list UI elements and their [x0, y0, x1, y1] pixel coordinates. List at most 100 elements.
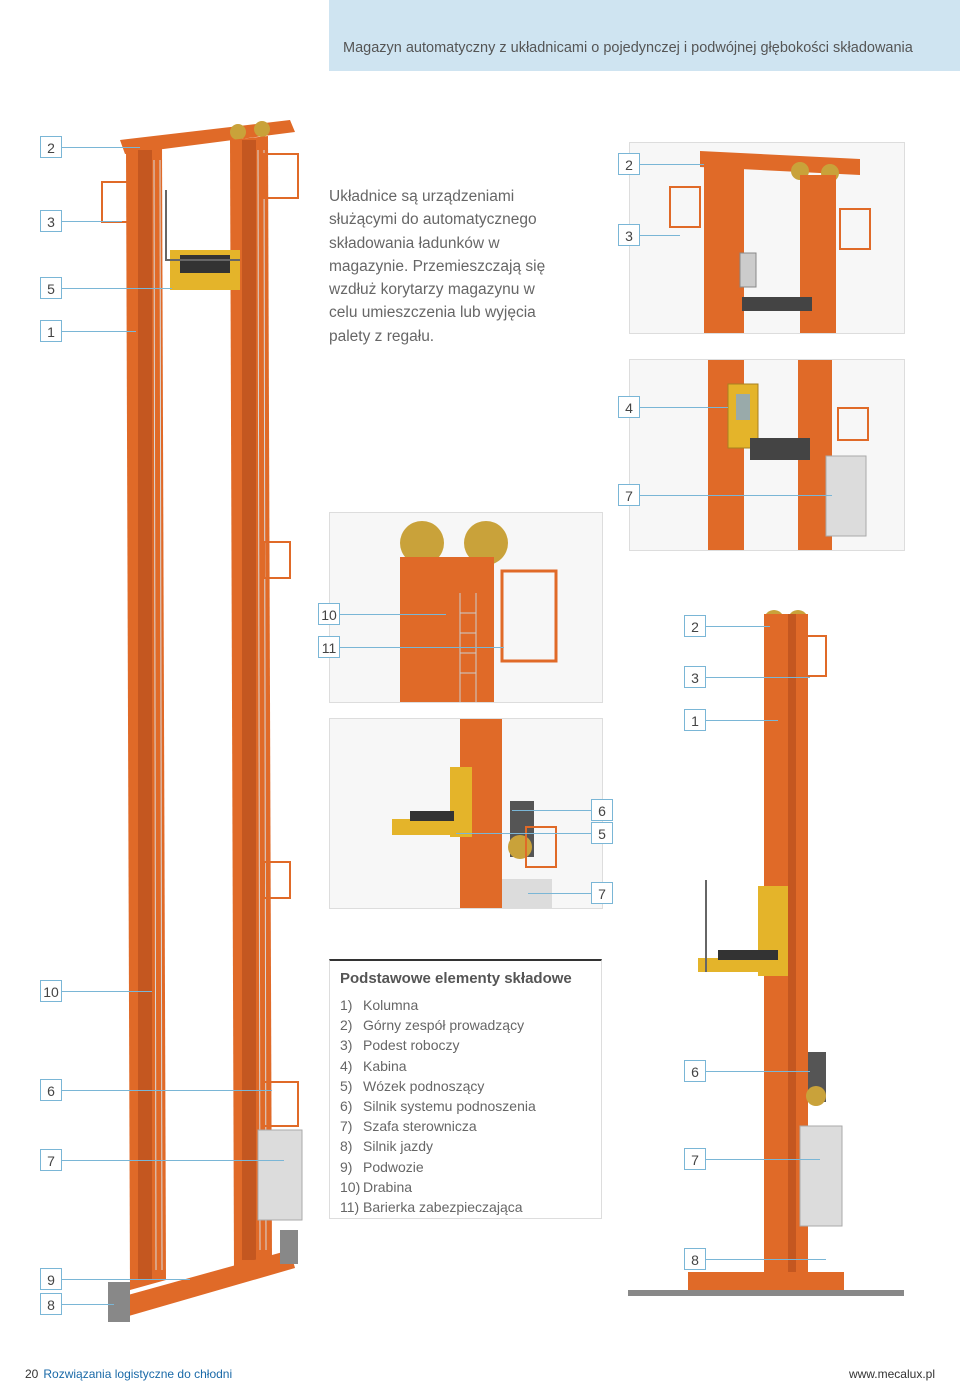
legend-item-label: Górny zespół prowadzący	[363, 1017, 525, 1034]
callout-line	[706, 677, 810, 678]
callout-line	[706, 720, 778, 721]
legend-item-number: 8)	[340, 1138, 353, 1155]
legend-item-label: Barierka zabezpieczająca	[363, 1199, 523, 1216]
legend-item-label: Szafa sterownicza	[363, 1118, 477, 1135]
page-number: 20	[25, 1367, 39, 1381]
website-url[interactable]: www.mecalux.pl	[848, 1367, 935, 1381]
legend-item-number: 9)	[340, 1158, 353, 1175]
carriage-illustration	[392, 719, 557, 908]
callout-6: 6	[40, 1079, 62, 1101]
detail-photo-ladder-barrier	[329, 512, 603, 703]
legend-item-label: Silnik jazdy	[363, 1138, 434, 1155]
callout-line	[640, 235, 680, 236]
detail-photo-carriage	[329, 718, 603, 909]
legend-item: 11)Barierka zabezpieczająca	[340, 1197, 536, 1217]
callout-10: 10	[318, 603, 340, 625]
callout-2: 2	[684, 615, 706, 637]
callout-line	[62, 991, 152, 992]
legend-item-number: 5)	[340, 1077, 353, 1094]
detail-photo-top-guide	[629, 142, 905, 334]
callout-line	[62, 221, 122, 222]
legend-item-label: Podest roboczy	[363, 1037, 460, 1054]
components-legend: Podstawowe elementy składowe 1) Kolumna 2…	[329, 959, 602, 1219]
cabin-illustration	[708, 360, 869, 550]
callout-line	[512, 810, 591, 811]
callout-10: 10	[40, 980, 62, 1002]
callout-7: 7	[591, 882, 613, 904]
legend-item-label: Drabina	[363, 1178, 413, 1195]
legend-item: 7) Szafa sterownicza	[340, 1116, 536, 1136]
callout-line	[62, 1090, 272, 1091]
callout-6: 6	[591, 799, 613, 821]
callout-line	[340, 614, 446, 615]
callout-line	[706, 626, 770, 627]
callout-3: 3	[40, 210, 62, 232]
callout-2: 2	[618, 153, 640, 175]
legend-item: 2) Górny zespół prowadzący	[340, 1015, 536, 1035]
legend-title: Podstawowe elementy składowe	[340, 970, 572, 987]
callout-4: 4	[618, 396, 640, 418]
callout-line	[62, 1160, 284, 1161]
callout-8: 8	[684, 1248, 706, 1270]
callout-9: 9	[40, 1268, 62, 1290]
callout-7: 7	[618, 484, 640, 506]
top-guide-illustration	[669, 151, 871, 333]
legend-item: 5) Wózek podnoszący	[340, 1076, 536, 1096]
callout-11: 11	[318, 636, 340, 658]
callout-8: 8	[40, 1293, 62, 1315]
legend-item-number: 4)	[340, 1057, 353, 1074]
callout-6: 6	[684, 1060, 706, 1082]
page-title: Magazyn automatyczny z układnicami o poj…	[343, 40, 913, 56]
callout-7: 7	[40, 1149, 62, 1171]
callout-line	[62, 1279, 190, 1280]
callout-3: 3	[618, 224, 640, 246]
double-mast-stacker-crane-illustration	[101, 120, 303, 1322]
legend-item-label: Silnik systemu podnoszenia	[363, 1098, 536, 1115]
callout-line	[706, 1159, 820, 1160]
legend-item: 10)Drabina	[340, 1177, 536, 1197]
legend-item-number: 1)	[340, 997, 353, 1013]
legend-item: 4) Kabina	[340, 1056, 536, 1076]
callout-2: 2	[40, 136, 62, 158]
legend-item-label: Kolumna	[363, 997, 419, 1013]
callout-line	[706, 1259, 826, 1260]
legend-item-label: Podwozie	[363, 1158, 424, 1175]
callout-line	[62, 288, 172, 289]
legend-item-label: Wózek podnoszący	[363, 1077, 485, 1094]
legend-item-number: 11)	[340, 1199, 360, 1216]
callout-5: 5	[591, 822, 613, 844]
legend-item-number: 2)	[340, 1017, 353, 1034]
legend-item-number: 10)	[340, 1178, 361, 1195]
callout-1: 1	[684, 709, 706, 731]
callout-line	[640, 407, 728, 408]
ladder-barrier-illustration	[400, 521, 558, 702]
callout-line	[706, 1071, 810, 1072]
callout-line	[62, 331, 136, 332]
legend-list: 1) Kolumna 2) Górny zespół prowadzący 3) Po…	[340, 995, 536, 1217]
callout-7: 7	[684, 1148, 706, 1170]
callout-line	[640, 164, 704, 165]
callout-5: 5	[40, 277, 62, 299]
callout-line	[62, 1304, 114, 1305]
legend-item: 9) Podwozie	[340, 1157, 536, 1177]
legend-item-number: 7)	[340, 1118, 353, 1135]
section-title: Rozwiązania logistyczne do chłodni	[43, 1367, 233, 1381]
detail-photo-cabin	[629, 359, 905, 551]
page-footer-left: 20 Rozwiązania logistyczne do chłodni	[25, 1367, 232, 1381]
callout-line	[62, 147, 140, 148]
page-header: Magazyn automatyczny z układnicami o poj…	[329, 0, 960, 71]
legend-item: 6) Silnik systemu podnoszenia	[340, 1096, 536, 1116]
legend-item-number: 3)	[340, 1037, 353, 1054]
callout-line	[340, 647, 504, 648]
legend-item-number: 6)	[340, 1098, 353, 1115]
callout-line	[640, 495, 832, 496]
legend-item: 8) Silnik jazdy	[340, 1136, 536, 1156]
legend-item: 1) Kolumna	[340, 995, 536, 1015]
callout-3: 3	[684, 666, 706, 688]
callout-1: 1	[40, 320, 62, 342]
legend-item: 3) Podest roboczy	[340, 1035, 536, 1055]
callout-line	[528, 893, 591, 894]
single-mast-stacker-crane-illustration	[628, 610, 904, 1296]
legend-item-label: Kabina	[363, 1057, 407, 1074]
intro-paragraph: Układnice są urządzeniami służącymi do a…	[329, 188, 546, 345]
